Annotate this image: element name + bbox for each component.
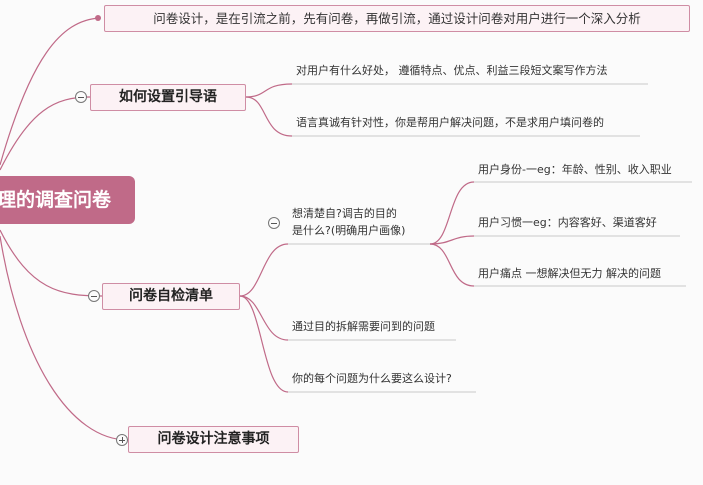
branch-guide[interactable]: 如何设置引导语 — [90, 84, 246, 111]
guide-leaf-sincere-text: 语言真诚有针对性，你是帮用户解决问题，不是求用户填问卷的 — [296, 116, 604, 129]
branch-checklist-label: 问卷自检清单 — [129, 288, 213, 304]
checklist-goal-line1: 想清楚自?调吉的目的 — [292, 207, 397, 220]
goal-leaf-pain-text: 用户痛点 一想解决但无力 解决的问题 — [478, 267, 661, 280]
root-node[interactable]: 理的调查问卷 — [0, 176, 135, 224]
branch-notes[interactable]: 问卷设计注意事项 — [128, 426, 299, 453]
checklist-leaf-decompose-text: 通过目的拆解需要问到的问题 — [292, 320, 435, 333]
collapse-icon[interactable] — [75, 91, 87, 103]
guide-leaf-sincere[interactable]: 语言真诚有针对性，你是帮用户解决问题，不是求用户填问卷的 — [296, 116, 604, 130]
collapse-icon[interactable] — [268, 217, 280, 229]
root-node-label: 理的调查问卷 — [0, 189, 111, 211]
branch-checklist[interactable]: 问卷自检清单 — [102, 283, 240, 310]
collapse-icon[interactable] — [88, 290, 100, 302]
goal-leaf-identity[interactable]: 用户身份-一eg：年龄、性别、收入职业 — [478, 163, 672, 177]
top-note-text: 问卷设计，是在引流之前，先有问卷，再做引流，通过设计问卷对用户进行一个深入分析 — [153, 11, 641, 26]
checklist-leaf-why[interactable]: 你的每个问题为什么要这么设计? — [292, 372, 452, 386]
branch-guide-label: 如何设置引导语 — [119, 89, 217, 105]
checklist-goal-node[interactable]: 想清楚自?调吉的目的 是什么?(明确用户画像) — [292, 205, 405, 239]
expand-icon[interactable] — [116, 434, 128, 446]
branch-notes-label: 问卷设计注意事项 — [157, 431, 270, 447]
goal-leaf-habit[interactable]: 用户习惯一eg：内容客好、渠道客好 — [478, 216, 657, 230]
checklist-leaf-why-text: 你的每个问题为什么要这么设计? — [292, 372, 452, 385]
goal-leaf-habit-text: 用户习惯一eg：内容客好、渠道客好 — [478, 216, 657, 229]
checklist-leaf-decompose[interactable]: 通过目的拆解需要问到的问题 — [292, 320, 435, 334]
guide-leaf-benefit[interactable]: 对用户有什么好处， 遵循特点、优点、利益三段短文案写作方法 — [296, 64, 608, 78]
checklist-goal-line2: 是什么?(明确用户画像) — [292, 224, 406, 237]
goal-leaf-identity-text: 用户身份-一eg：年龄、性别、收入职业 — [478, 163, 672, 176]
goal-leaf-pain[interactable]: 用户痛点 一想解决但无力 解决的问题 — [478, 267, 661, 281]
connector-dot — [95, 15, 101, 21]
top-note-node[interactable]: 问卷设计，是在引流之前，先有问卷，再做引流，通过设计问卷对用户进行一个深入分析 — [104, 5, 690, 32]
guide-leaf-benefit-text: 对用户有什么好处， 遵循特点、优点、利益三段短文案写作方法 — [296, 64, 608, 77]
